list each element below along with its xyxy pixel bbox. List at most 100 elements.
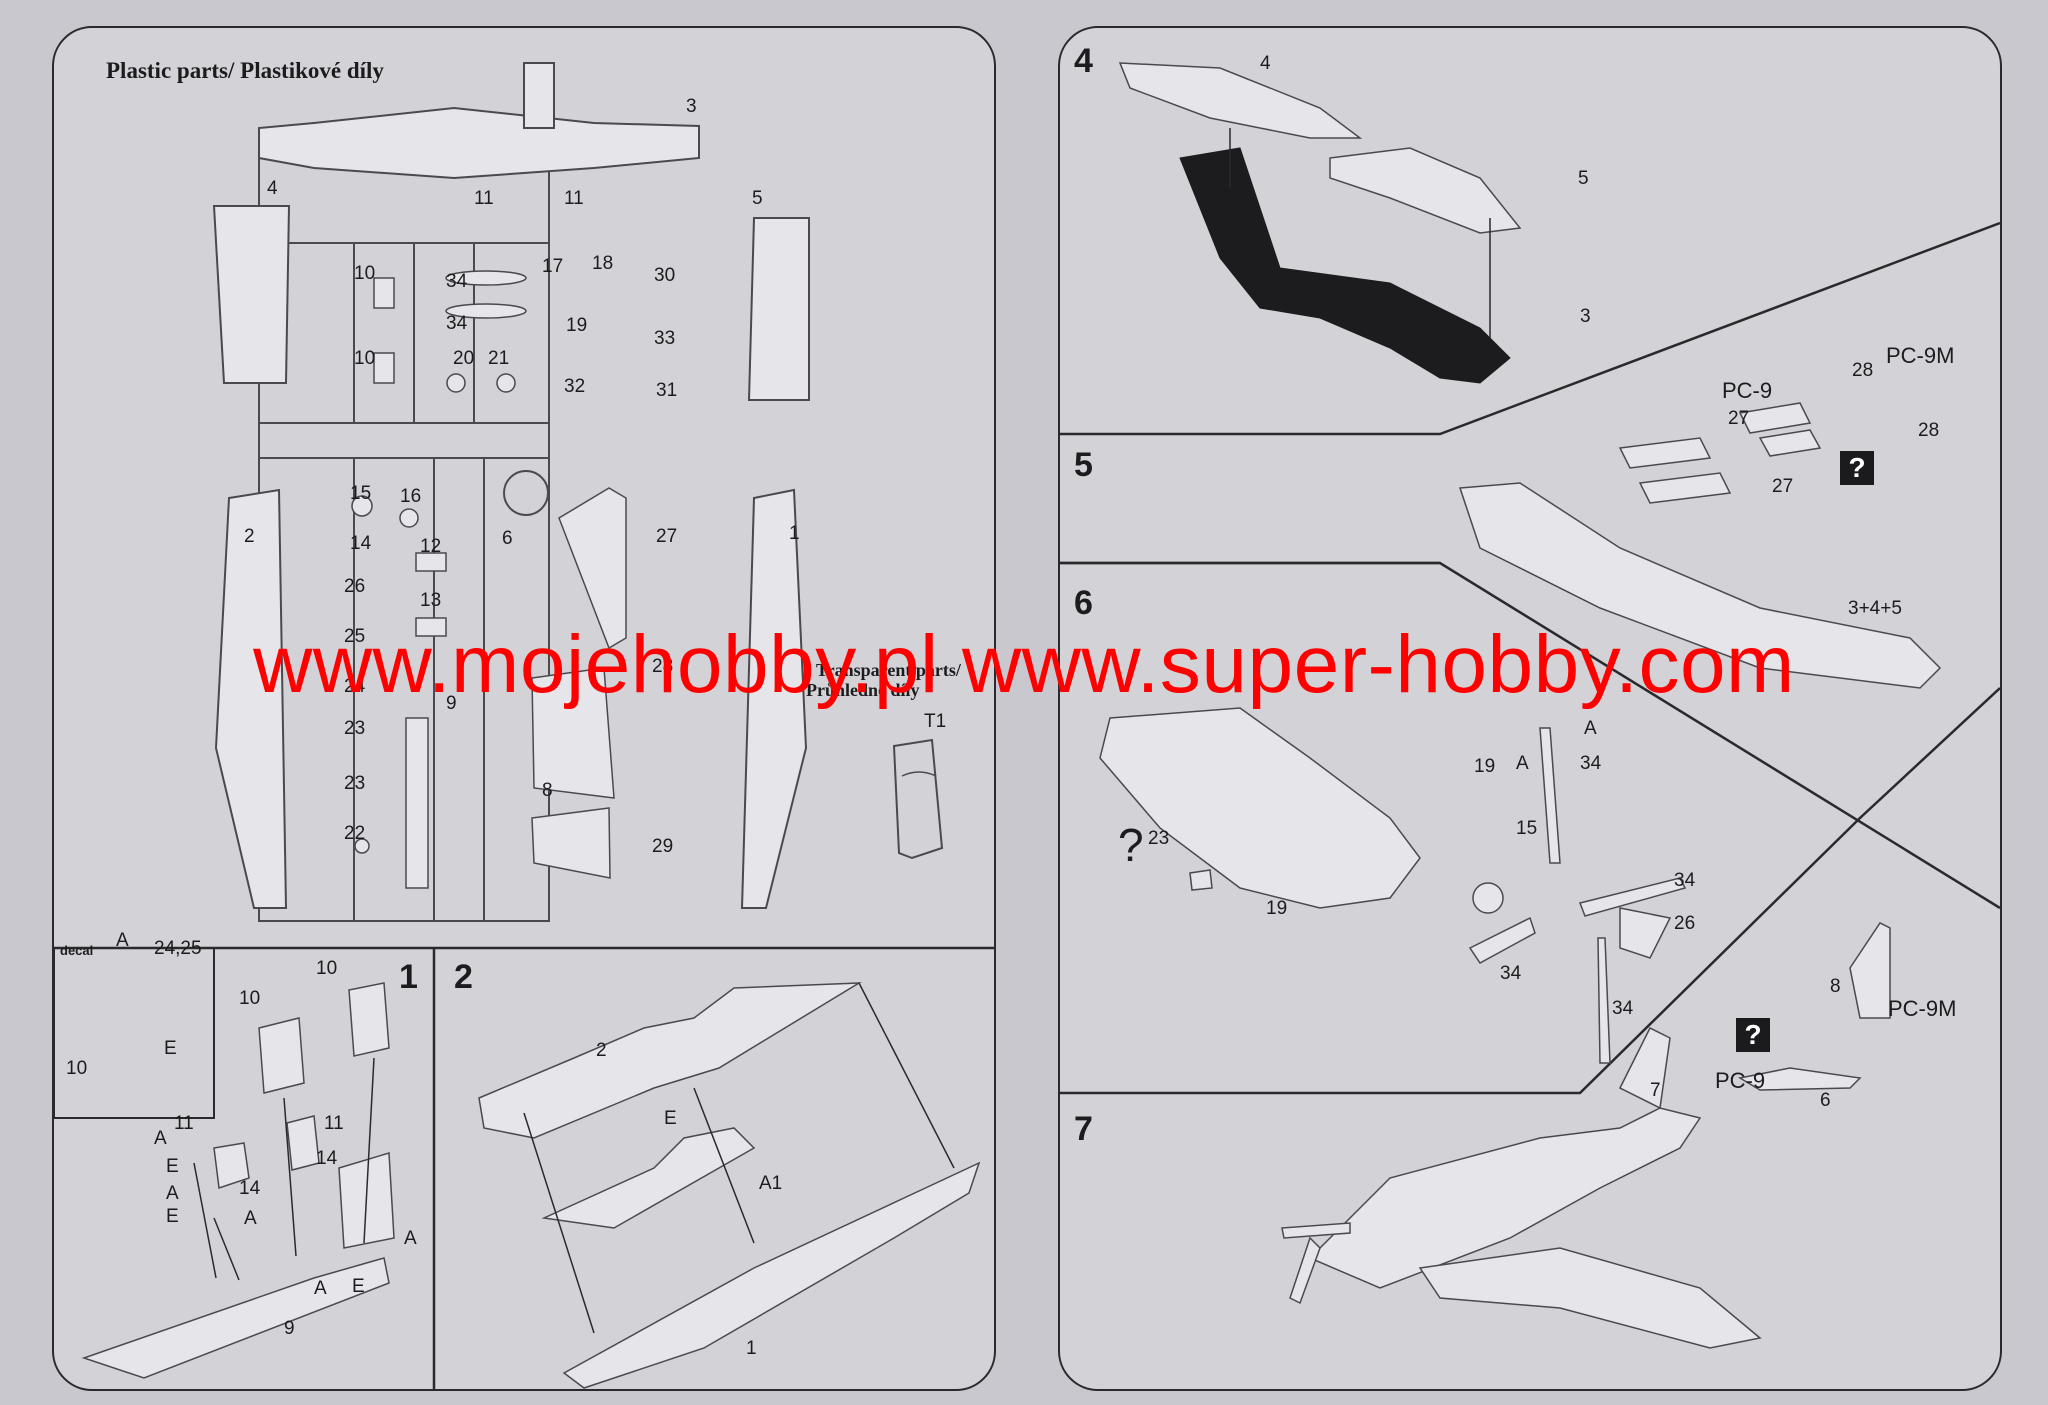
step1-a2-label: A: [166, 1183, 179, 1204]
step6-34d-label: 34: [1612, 998, 1634, 1019]
part-34b-label: 34: [446, 313, 468, 334]
part-6-label: 6: [502, 528, 513, 549]
step1-10b-label: 10: [316, 958, 338, 979]
step4-5-label: 5: [1578, 168, 1589, 189]
help-icon: ?: [1840, 451, 1874, 485]
part-18-label: 18: [592, 253, 614, 274]
step1-e2-label: E: [166, 1206, 179, 1227]
step2-1-label: 1: [746, 1338, 757, 1359]
part-25-label: 25: [344, 626, 366, 647]
part-19-label: 19: [566, 315, 588, 336]
plastic-parts-header: Plastic parts/ Plastikové díly: [106, 58, 384, 83]
part-16-label: 16: [400, 486, 422, 507]
transparent-parts-header-cz: Průhledné díly: [806, 680, 920, 700]
part-15-label: 15: [350, 483, 372, 504]
part-10b-label: 10: [354, 348, 376, 369]
step6-34b-label: 34: [1674, 870, 1696, 891]
step-7-number: 7: [1074, 1110, 1093, 1148]
step6-19a-label: 19: [1474, 756, 1496, 777]
part-9-label: 9: [446, 693, 457, 714]
right-instruction-page: 4 4 5 3 5 PC-9M PC-9 28 28 27 27 3+4+5 ?…: [1058, 26, 2002, 1391]
part-34a-label: 34: [446, 271, 468, 292]
step6-19b-label: 19: [1266, 898, 1288, 919]
step7-pc9m-label: PC-9M: [1888, 996, 1957, 1021]
inset-decal-label: decal: [60, 943, 94, 958]
part-30-label: 30: [654, 265, 676, 286]
step5-27b-label: 27: [1772, 476, 1794, 497]
help-icon: ?: [1736, 1018, 1770, 1052]
part-12-label: 12: [420, 536, 442, 557]
left-instruction-page: Plastic parts/ Plastikové díly: [52, 26, 996, 1391]
part-1-label: 1: [789, 523, 800, 544]
part-24-label: 24: [344, 676, 366, 697]
part-32-label: 32: [564, 376, 586, 397]
step2-2-label: 2: [596, 1040, 607, 1061]
part-4-label: 4: [267, 178, 278, 199]
part-31-label: 31: [656, 380, 678, 401]
step-2-number: 2: [454, 958, 473, 996]
step1-a5-label: A: [314, 1278, 327, 1299]
sprue-drawing: [54, 62, 994, 1389]
step7-6-label: 6: [1820, 1090, 1831, 1111]
step6-34c-label: 34: [1500, 963, 1522, 984]
inset-24-25-label: 24,25: [154, 938, 202, 959]
step2-e-label: E: [664, 1108, 677, 1129]
part-2-label: 2: [244, 526, 255, 547]
part-5-label: 5: [752, 188, 763, 209]
step2-a1-label: A1: [759, 1173, 783, 1194]
step4-3-label: 3: [1580, 306, 1591, 327]
part-27-label: 27: [656, 526, 678, 547]
step1-e1-label: E: [166, 1156, 179, 1177]
part-3-label: 3: [686, 96, 697, 117]
step5-pc9m-label: PC-9M: [1886, 343, 1955, 368]
part-10a-label: 10: [354, 263, 376, 284]
step6-34a-label: 34: [1580, 753, 1602, 774]
step7-8-label: 8: [1830, 976, 1841, 997]
step6-23-label: 23: [1148, 828, 1170, 849]
step6-26-label: 26: [1674, 913, 1696, 934]
part-14-label: 14: [350, 533, 372, 554]
part-21-label: 21: [488, 348, 510, 369]
part-13-label: 13: [420, 590, 442, 611]
step1-9-label: 9: [284, 1318, 295, 1339]
step5-345-label: 3+4+5: [1848, 598, 1902, 619]
step1-a3-label: A: [244, 1208, 257, 1229]
assembly-drawing: [1060, 62, 2000, 1349]
part-26-label: 26: [344, 576, 366, 597]
step5-27a-label: 27: [1728, 408, 1750, 429]
step1-11b-label: 11: [324, 1113, 344, 1134]
part-22-label: 22: [344, 823, 366, 844]
part-23b-label: 23: [344, 773, 366, 794]
watermark-text: www.mojehobby.pl www.super-hobby.com: [253, 619, 1795, 710]
step1-14b-label: 14: [316, 1148, 338, 1169]
step-1-number: 1: [399, 958, 418, 996]
inset-a-label: A: [116, 930, 129, 951]
step1-a1-label: A: [154, 1128, 167, 1149]
part-20-label: 20: [453, 348, 475, 369]
step7-7-label: 7: [1650, 1080, 1661, 1101]
step6-15-label: 15: [1516, 818, 1538, 839]
step5-28a-label: 28: [1852, 360, 1874, 381]
step5-28b-label: 28: [1918, 420, 1940, 441]
part-17-label: 17: [542, 256, 564, 277]
step-5-number: 5: [1074, 446, 1093, 484]
step-6-number: 6: [1074, 584, 1093, 622]
part-33-label: 33: [654, 328, 676, 349]
step1-10a-label: 10: [239, 988, 261, 1009]
part-29-label: 29: [652, 836, 674, 857]
part-23a-label: 23: [344, 718, 366, 739]
inset-e-label: E: [164, 1038, 177, 1059]
step-4-number: 4: [1074, 42, 1093, 80]
part-8-label: 8: [542, 780, 553, 801]
transparent-parts-header: Transparent parts/: [816, 660, 961, 680]
step7-pc9-label: PC-9: [1715, 1068, 1766, 1093]
step6-question-mark: ?: [1118, 819, 1144, 871]
part-28-label: 28: [652, 656, 674, 677]
step1-e3-label: E: [352, 1276, 365, 1297]
step1-14a-label: 14: [239, 1178, 261, 1199]
step5-pc9-label: PC-9: [1722, 378, 1773, 403]
step4-4-label: 4: [1260, 53, 1271, 74]
step6-a1-label: A: [1584, 718, 1597, 739]
step1-11a-label: 11: [174, 1113, 194, 1134]
inset-10-label: 10: [66, 1058, 88, 1079]
